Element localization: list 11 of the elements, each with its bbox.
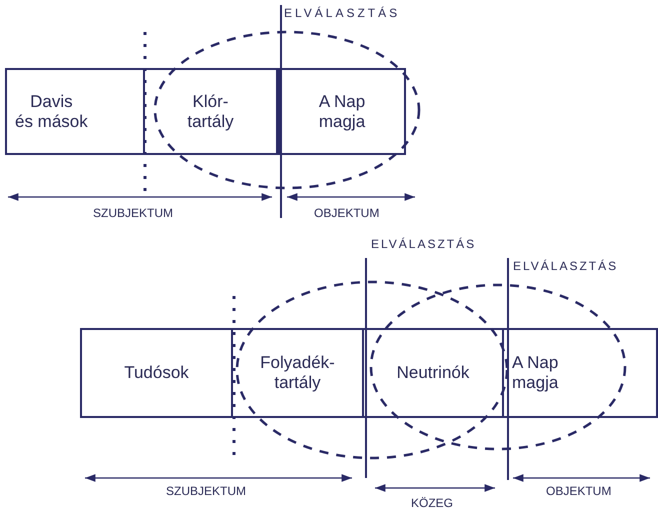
region-label: KÖZEG — [410, 496, 454, 510]
region-label: SZUBJEKTUM — [165, 484, 248, 498]
labeled-box: Tudósok — [80, 328, 233, 418]
region-label: SZUBJEKTUM — [92, 206, 174, 220]
labeled-box: A Nap magja — [278, 68, 406, 155]
region-label: OBJEKTUM — [545, 484, 612, 498]
labeled-box: Folyadék- tartály — [231, 328, 364, 418]
region-label: OBJEKTUM — [313, 206, 380, 220]
labeled-box: Davis és mások — [5, 68, 145, 155]
labeled-box: A Nap magja — [502, 328, 658, 418]
labeled-box: Neutrinók — [362, 328, 504, 418]
